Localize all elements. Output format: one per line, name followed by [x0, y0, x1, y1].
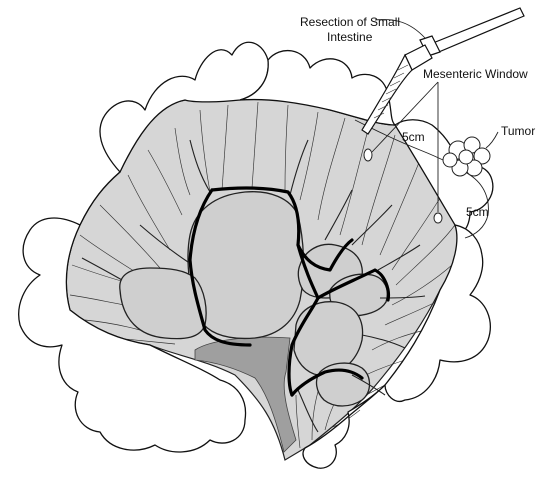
- window-leader-line-1: [371, 81, 439, 153]
- mesentery-lobe-lower: [293, 301, 364, 377]
- label-resection-line2: Intestine: [327, 30, 373, 44]
- tumor-leader-line: [485, 131, 499, 149]
- label-margin-proximal: 5cm: [402, 130, 425, 144]
- small-intestine-loop-left-lower: [18, 171, 247, 453]
- mesenteric-window-distal: [433, 212, 443, 224]
- label-tumor: Tumor: [501, 124, 535, 138]
- small-intestine-loop-left: [99, 41, 269, 173]
- resection-leader-line: [374, 19, 426, 39]
- label-mesenteric-window: Mesenteric Window: [423, 67, 528, 81]
- label-resection-line1: Resection of Small: [300, 15, 400, 29]
- label-margin-distal: 5cm: [466, 205, 489, 219]
- mesentery-lobe-left: [119, 267, 207, 340]
- small-intestine-loop-right-upper: [394, 119, 494, 233]
- mesenteric-window-proximal: [363, 148, 373, 162]
- small-intestine-loop-top: [239, 49, 396, 126]
- surgical-stapler-icon: [361, 7, 525, 135]
- tumor-mass: [442, 136, 491, 177]
- small-intestine-loop-right: [384, 224, 491, 402]
- mesenteric-arcades: [81, 139, 426, 433]
- small-intestine-loop-bottom-right: [302, 384, 386, 469]
- superior-mesenteric-vessels: [188, 186, 391, 397]
